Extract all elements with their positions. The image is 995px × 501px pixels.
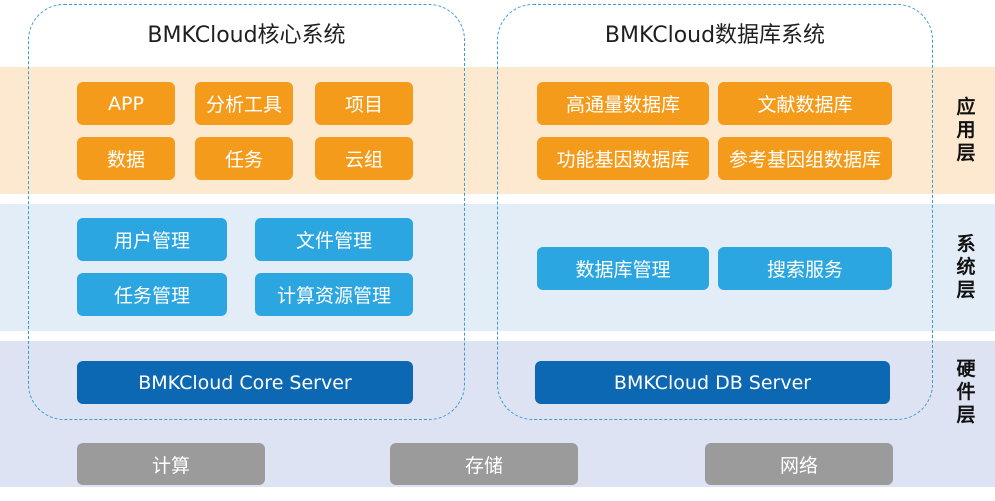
db-server: BMKCloud DB Server xyxy=(535,361,890,404)
core-app-module: 项目 xyxy=(315,82,413,125)
core-app-module: 云组 xyxy=(315,137,413,180)
infrastructure-compute: 计算 xyxy=(77,443,265,485)
infrastructure-storage: 存储 xyxy=(390,443,578,485)
core-system-module: 用户管理 xyxy=(77,218,227,261)
system-layer-label-text: 系统层 xyxy=(956,233,976,301)
hardware-layer-label-text: 硬件层 xyxy=(956,357,976,426)
core-app-module: 分析工具 xyxy=(195,82,293,125)
core-system-group xyxy=(28,4,465,420)
application-layer-label: 应用层 xyxy=(948,67,984,194)
db-app-module: 文献数据库 xyxy=(718,82,892,125)
core-app-module: APP xyxy=(77,82,175,125)
db-system-group xyxy=(497,4,933,420)
core-server: BMKCloud Core Server xyxy=(77,361,413,404)
core-app-module: 任务 xyxy=(195,137,293,180)
core-app-module: 数据 xyxy=(77,137,175,180)
db-system-module: 数据库管理 xyxy=(537,247,709,290)
db-app-module: 参考基因组数据库 xyxy=(718,137,892,180)
core-system-module: 计算资源管理 xyxy=(255,273,413,316)
core-system-module: 任务管理 xyxy=(77,273,227,316)
db-system-title: BMKCloud数据库系统 xyxy=(604,23,826,48)
application-layer-label-text: 应用层 xyxy=(956,96,976,164)
hardware-layer-label: 硬件层 xyxy=(948,341,984,443)
core-system-title: BMKCloud核心系统 xyxy=(147,23,346,48)
system-layer-label: 系统层 xyxy=(948,204,984,331)
db-app-module: 高通量数据库 xyxy=(537,82,709,125)
core-system-module: 文件管理 xyxy=(255,218,413,261)
db-app-module: 功能基因数据库 xyxy=(537,137,709,180)
db-system-module: 搜索服务 xyxy=(718,247,892,290)
infrastructure-network: 网络 xyxy=(705,443,893,485)
